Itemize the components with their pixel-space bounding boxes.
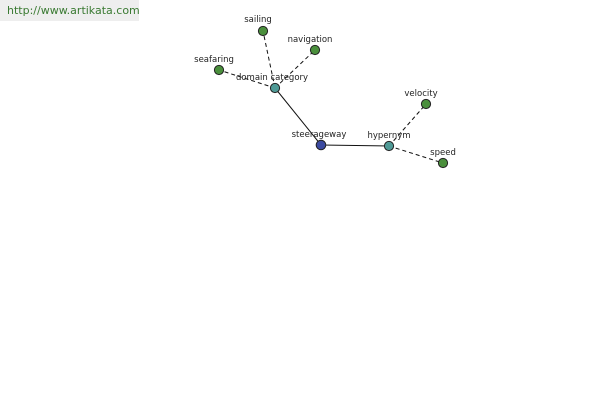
node-velocity[interactable]: velocity xyxy=(404,89,438,110)
node-seafaring[interactable]: seafaring xyxy=(194,55,234,76)
node-sailing[interactable]: sailing xyxy=(244,15,272,37)
node-hypernym[interactable]: hypernym xyxy=(367,131,411,152)
edge-steerageway-domain-category xyxy=(274,87,322,146)
node-dot[interactable] xyxy=(213,64,225,76)
node-label-domain-category: domain category xyxy=(236,73,308,83)
graph-edges xyxy=(218,30,444,164)
node-label-velocity: velocity xyxy=(404,89,437,99)
source-link[interactable]: http://www.artikata.com xyxy=(0,0,140,21)
node-label-navigation: navigation xyxy=(288,35,333,45)
edge-steerageway-hypernym xyxy=(320,144,390,147)
node-dot[interactable] xyxy=(309,44,321,56)
graph-nodes: sailing navigation seafaring domain cate… xyxy=(194,15,456,169)
node-dot[interactable] xyxy=(383,140,395,152)
edge-domain-category-sailing xyxy=(262,30,276,89)
node-dot[interactable] xyxy=(269,82,281,94)
node-navigation[interactable]: navigation xyxy=(288,35,333,56)
node-dot[interactable] xyxy=(315,139,327,151)
node-dot[interactable] xyxy=(257,25,269,37)
node-speed[interactable]: speed xyxy=(430,148,456,169)
node-label-hypernym: hypernym xyxy=(367,131,410,141)
edge-domain-category-navigation xyxy=(274,49,316,89)
node-label-sailing: sailing xyxy=(244,15,272,25)
edge-hypernym-velocity xyxy=(388,103,427,147)
node-domain-category[interactable]: domain category xyxy=(236,73,308,94)
node-dot[interactable] xyxy=(420,98,432,110)
node-dot[interactable] xyxy=(437,157,449,169)
node-label-speed: speed xyxy=(430,148,456,158)
edge-hypernym-speed xyxy=(388,145,444,164)
edge-domain-category-seafaring xyxy=(218,69,276,89)
node-steerageway[interactable]: steerageway xyxy=(292,130,347,151)
node-label-steerageway: steerageway xyxy=(292,130,347,140)
node-label-seafaring: seafaring xyxy=(194,55,234,65)
